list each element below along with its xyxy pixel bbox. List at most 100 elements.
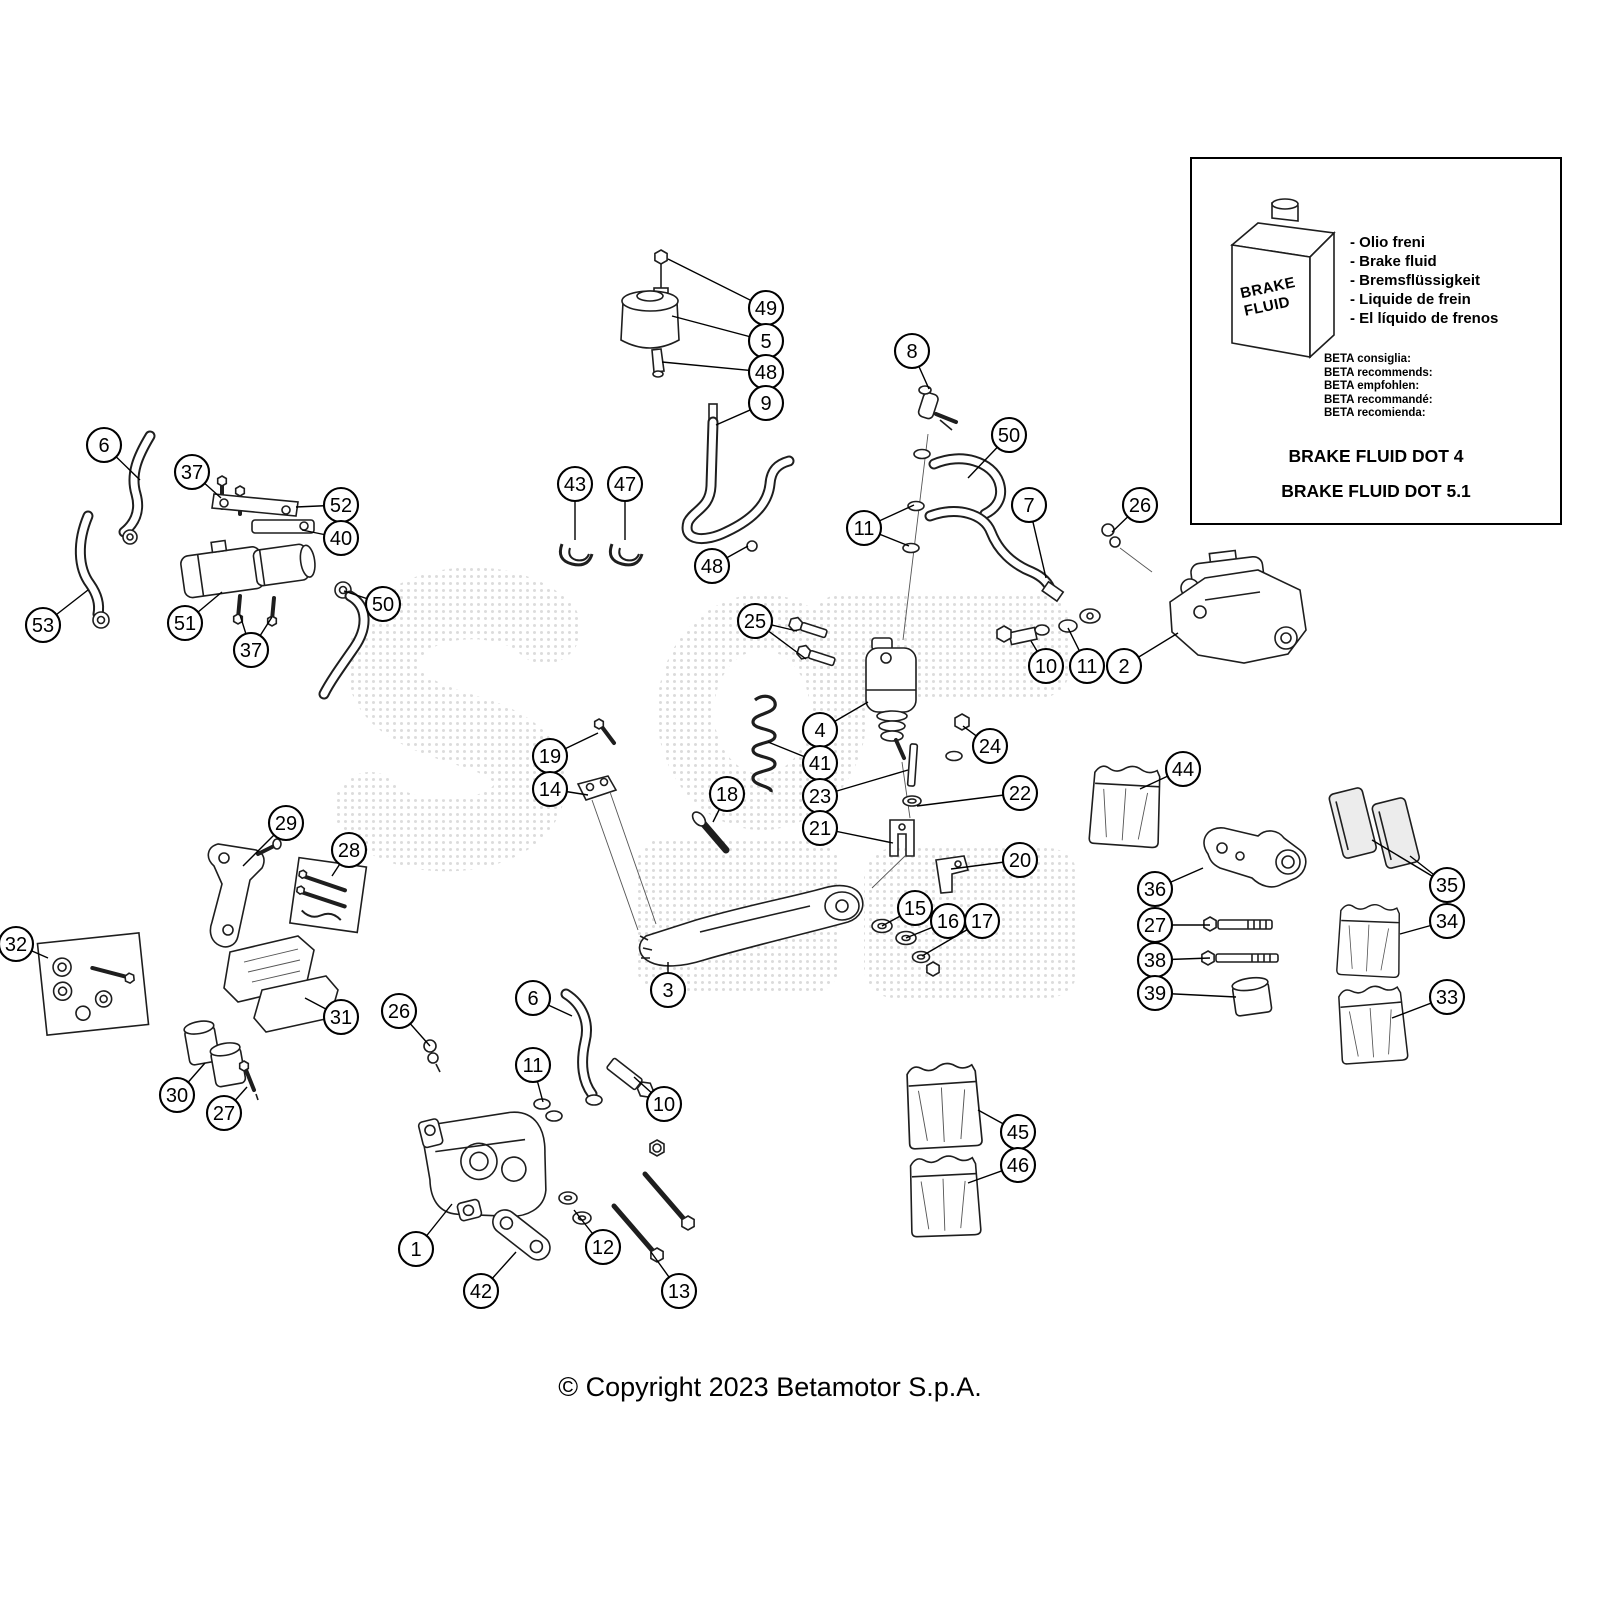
- callout-48: 48: [693, 547, 731, 585]
- callout-10: 10: [1027, 647, 1065, 685]
- callout-32: 32: [0, 925, 35, 963]
- callout-27: 27: [205, 1094, 243, 1132]
- svg-text:10: 10: [653, 1094, 675, 1116]
- svg-text:2: 2: [1118, 656, 1129, 678]
- svg-text:25: 25: [744, 611, 766, 633]
- beta-line: BETA recomienda:: [1324, 407, 1426, 419]
- callout-50: 50: [990, 416, 1028, 454]
- svg-text:6: 6: [527, 988, 538, 1010]
- brake-pedal-drawing: [638, 884, 864, 967]
- callout-37: 37: [232, 631, 270, 669]
- callout-51: 51: [166, 604, 204, 642]
- callout-46: 46: [999, 1146, 1037, 1184]
- svg-text:27: 27: [213, 1103, 235, 1125]
- fluid-name-line: - Liquide de frein: [1350, 291, 1471, 308]
- svg-text:11: 11: [523, 1055, 544, 1077]
- svg-text:33: 33: [1436, 987, 1458, 1009]
- callout-24: 24: [971, 727, 1009, 765]
- callout-38: 38: [1136, 941, 1174, 979]
- callout-31: 31: [322, 998, 360, 1036]
- callout-47: 47: [606, 465, 644, 503]
- svg-text:27: 27: [1144, 915, 1166, 937]
- callout-36: 36: [1136, 870, 1174, 908]
- svg-text:48: 48: [701, 556, 723, 578]
- callout-15: 15: [896, 889, 934, 927]
- svg-text:15: 15: [904, 898, 926, 920]
- callout-37: 37: [173, 453, 211, 491]
- svg-text:10: 10: [1035, 656, 1057, 678]
- callout-13: 13: [660, 1272, 698, 1310]
- pivot-pin-drawing: [691, 811, 730, 854]
- dot-spec-line: BRAKE FLUID DOT 4: [1288, 446, 1464, 466]
- svg-text:22: 22: [1009, 783, 1031, 805]
- callout-3: 3: [649, 971, 687, 1009]
- svg-text:7: 7: [1023, 495, 1034, 517]
- switch-lever-drawing: [917, 385, 958, 431]
- svg-text:35: 35: [1436, 875, 1458, 897]
- beta-line: BETA recommandé:: [1324, 393, 1433, 406]
- callout-53: 53: [24, 606, 62, 644]
- dot-spec-list: BRAKE FLUID DOT 4 BRAKE FLUID DOT 5.1: [1192, 439, 1560, 509]
- svg-text:45: 45: [1007, 1122, 1029, 1144]
- stop-bracket-drawing: [935, 855, 969, 894]
- svg-text:36: 36: [1144, 879, 1166, 901]
- beta-line: BETA consiglia:: [1324, 353, 1411, 365]
- callout-33: 33: [1428, 978, 1466, 1016]
- callout-6: 6: [85, 426, 123, 464]
- callout-4: 4: [801, 711, 839, 749]
- front-master-cylinder-drawing: [74, 430, 370, 700]
- svg-text:11: 11: [1077, 656, 1098, 678]
- pedal-washers-drawing: [871, 918, 940, 977]
- svg-text:46: 46: [1007, 1155, 1029, 1177]
- callout-34: 34: [1428, 902, 1466, 940]
- fluid-name-line: - El líquido de frenos: [1350, 310, 1499, 327]
- dot-spec-line: BRAKE FLUID DOT 5.1: [1281, 481, 1471, 501]
- banjo-bolt-drawing: [996, 608, 1101, 646]
- svg-text:49: 49: [755, 298, 777, 320]
- svg-text:11: 11: [854, 518, 875, 540]
- pushrod-clevis-drawing: [871, 713, 970, 889]
- callout-11: 11: [1068, 647, 1106, 685]
- svg-text:52: 52: [330, 495, 352, 517]
- svg-text:12: 12: [592, 1237, 614, 1259]
- svg-text:17: 17: [971, 911, 993, 933]
- callout-10: 10: [645, 1085, 683, 1123]
- svg-text:34: 34: [1436, 911, 1458, 933]
- callout-28: 28: [330, 831, 368, 869]
- callout-18: 18: [708, 775, 746, 813]
- callout-23: 23: [801, 777, 839, 815]
- bolts-25-drawing: [788, 616, 836, 667]
- callout-17: 17: [963, 902, 1001, 940]
- callout-49: 49: [747, 289, 785, 327]
- svg-text:24: 24: [979, 736, 1001, 758]
- fluid-name-line: - Brake fluid: [1350, 253, 1437, 270]
- svg-text:23: 23: [809, 786, 831, 808]
- callout-22: 22: [1001, 774, 1039, 812]
- svg-text:37: 37: [181, 462, 203, 484]
- sensor-right-drawing: [1101, 523, 1153, 573]
- hose-clips-drawing: [558, 543, 644, 567]
- callout-50: 50: [364, 585, 402, 623]
- svg-text:39: 39: [1144, 983, 1166, 1005]
- caliper-bracket-drawing: [1169, 549, 1307, 664]
- svg-text:31: 31: [330, 1007, 352, 1029]
- svg-text:4: 4: [814, 720, 825, 742]
- upper-hose-drawing: [681, 403, 795, 552]
- svg-text:19: 19: [539, 746, 561, 768]
- callout-42: 42: [462, 1272, 500, 1310]
- svg-text:9: 9: [760, 393, 771, 415]
- callout-16: 16: [929, 902, 967, 940]
- rear-master-cylinder-drawing: [865, 637, 917, 819]
- svg-text:3: 3: [662, 980, 673, 1002]
- svg-text:21: 21: [809, 818, 831, 840]
- svg-text:42: 42: [470, 1281, 492, 1303]
- svg-text:47: 47: [614, 474, 636, 496]
- callout-27: 27: [1136, 906, 1174, 944]
- svg-text:53: 53: [32, 615, 54, 637]
- copyright-notice: © Copyright 2023 Betamotor S.p.A.: [558, 1372, 982, 1402]
- callout-21: 21: [801, 809, 839, 847]
- svg-text:43: 43: [564, 474, 586, 496]
